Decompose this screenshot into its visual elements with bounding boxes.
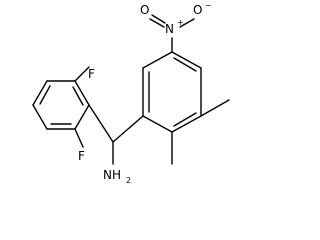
double-bond: [173, 112, 197, 127]
bond: [142, 115, 173, 133]
nitro-double-bond-b: [151, 14, 166, 24]
double-bond: [72, 86, 84, 106]
bond: [142, 51, 173, 69]
bond-to-fluorine-top: [74, 66, 90, 82]
methyl-bond-upper: [200, 99, 230, 117]
bond: [32, 80, 48, 106]
nitro-double-bond-a: [149, 18, 165, 28]
amine-label: NH: [103, 168, 121, 182]
fluorine-bottom-label: F: [78, 149, 85, 163]
bond: [171, 51, 202, 69]
nitro-nitrogen-charge: +: [177, 18, 184, 27]
nitro-single-bond: [179, 18, 195, 28]
nitro-nitrogen-label: N: [165, 22, 174, 36]
bond: [74, 80, 90, 106]
difluorophenyl-ring: [32, 80, 90, 130]
bond-ring-to-ch: [88, 104, 114, 143]
bond-to-fluorine-bottom: [74, 128, 84, 148]
molecule-structure: F F NH 2 N + O O −: [32, 1, 230, 185]
nitro-oxygen-left-label: O: [140, 3, 149, 17]
amine-subscript: 2: [126, 176, 131, 185]
bond: [32, 104, 48, 130]
nitro-oxygen-charge: −: [205, 1, 212, 10]
double-bond: [39, 85, 51, 105]
nitro-oxygen-right-label: O: [193, 3, 202, 17]
nitro-dimethylphenyl-ring: [142, 51, 202, 133]
bond: [171, 115, 202, 133]
double-bond: [173, 57, 197, 72]
fluorine-top-label: F: [88, 67, 95, 81]
bond: [74, 104, 90, 130]
bond-ch-to-right-ring: [112, 115, 144, 143]
